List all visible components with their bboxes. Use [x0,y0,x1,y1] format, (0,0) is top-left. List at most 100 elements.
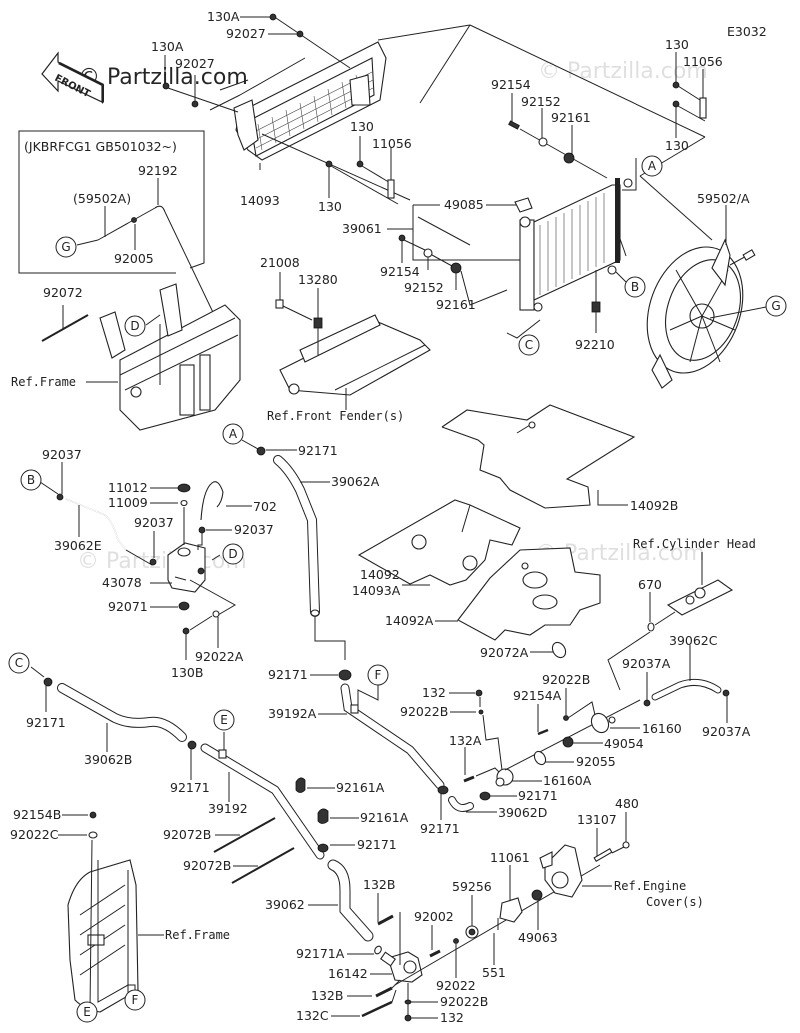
gasket-11009 [150,499,188,545]
label-132B-a: 132B [363,877,395,892]
svg-text:E: E [220,713,228,727]
label-92072B-a: 92072B [163,827,211,842]
label-92154-a: 92154 [491,77,531,92]
callout-f-frame: F [124,989,146,1011]
front-fender [279,314,431,396]
label-13280: 13280 [298,272,338,287]
label-49063: 49063 [518,930,558,945]
label-130A-1: 130A [207,9,240,24]
label-92027-2: 92027 [175,56,215,71]
label-132B-b: 132B [311,988,343,1003]
svg-text:B: B [27,473,35,487]
label-39062C: 39062C [669,633,718,648]
zip-tie-92072B-a [213,817,276,853]
clamp-92171-b [43,677,53,712]
cylinder-head-ref [666,552,734,616]
leaders-92154-group-lower [398,234,601,333]
leader-670-down [607,631,651,691]
zip-tie-92072 [41,305,89,342]
callout-e-pipe: E [213,709,235,731]
shaft-13107 [593,828,613,862]
label-132C: 132C [296,1008,329,1023]
callout-d-tank: D [222,543,244,565]
label-92022B-c: 92022B [440,994,488,1009]
label-92022A: 92022A [195,649,244,664]
label-92171-c: 92171 [170,780,210,795]
label-39192: 39192 [208,801,248,816]
label-49085: 49085 [444,197,484,212]
pin-551 [493,918,499,965]
callout-e-frame: E [76,1001,98,1023]
bolt-92002 [429,925,441,958]
leader-d-tank [211,554,221,561]
callout-c-radiator: C [518,334,540,356]
seal-49063 [531,889,543,930]
label-92171-b: 92171 [26,715,66,730]
label-59256: 59256 [452,879,492,894]
leader-c [506,319,541,339]
svg-text:B: B [631,280,639,294]
thermostat-housing-16160A [495,768,542,787]
label-92071: 92071 [108,599,148,614]
label-92055: 92055 [576,754,616,769]
thermostat-cover-16160 [590,712,640,734]
label-92037-b: 92037 [134,515,174,530]
label-ref-cylinder-head: Ref.Cylinder Head [633,537,756,551]
clip-92037A-b [722,689,730,723]
clamp-92171-d [310,669,352,681]
washer-92022B-b [563,688,596,721]
cooling-fan-59502 [646,238,756,389]
grommet-92071 [150,601,190,611]
bolt-130B-washer-92022A [182,579,237,660]
label-92171A: 92171A [296,946,345,961]
leaders-21008-13280 [275,272,347,410]
label-130-d: 130 [665,138,689,153]
label-92154A: 92154A [513,688,562,703]
leader-d-frame [145,314,161,326]
callout-f-pipe: F [367,664,389,686]
label-14093A: 14093A [352,583,401,598]
washer-92022 [453,938,459,978]
bolt-132A [463,747,501,783]
label-ref-engine-cover-2: Cover(s) [646,895,704,909]
label-16160A: 16160A [543,773,592,788]
svg-text:C: C [15,656,23,670]
leaders-130-11056-right [672,52,707,138]
svg-text:F: F [375,668,382,682]
label-92022B-b: 92022B [542,672,590,687]
label-130-b: 130 [318,199,342,214]
callout-a-hose: A [222,423,244,445]
front-arrow-icon: FRONT [41,51,104,104]
label-92005: 92005 [114,251,154,266]
label-130B: 130B [171,665,203,680]
label-92161A-b: 92161A [360,810,409,825]
leader-b2 [623,249,627,257]
clamp-92161A-a [295,777,335,793]
clamp-92171-c [187,740,197,780]
svg-text:A: A [229,427,238,441]
clamp-92072A [530,641,567,659]
label-92210: 92210 [575,337,615,352]
o-ring-670 [647,622,655,632]
hose-702 [200,481,252,521]
label-92037-a: 92037 [42,447,82,462]
label-16160: 16160 [642,721,682,736]
callout-b-tank: B [20,469,42,491]
label-11056-a: 11056 [372,136,412,151]
watermark-top-right: © Partzilla.com [538,59,708,84]
label-39062: 39062 [265,897,305,912]
label-92171-d: 92171 [268,667,308,682]
label-11012: 11012 [108,480,148,495]
clamp-92171-e [479,791,517,801]
clamp-92171A [347,945,382,955]
callout-g-fan: G [765,295,787,317]
label-92171-g: 92171 [357,837,397,852]
heat-shield-14092A [457,547,601,641]
frame-front [99,283,241,431]
label-49054: 49054 [604,736,644,751]
o-ring-92055 [533,750,574,766]
label-14092B: 14092B [630,498,678,513]
label-21008: 21008 [260,255,300,270]
inset-wire-59502A [76,178,221,328]
